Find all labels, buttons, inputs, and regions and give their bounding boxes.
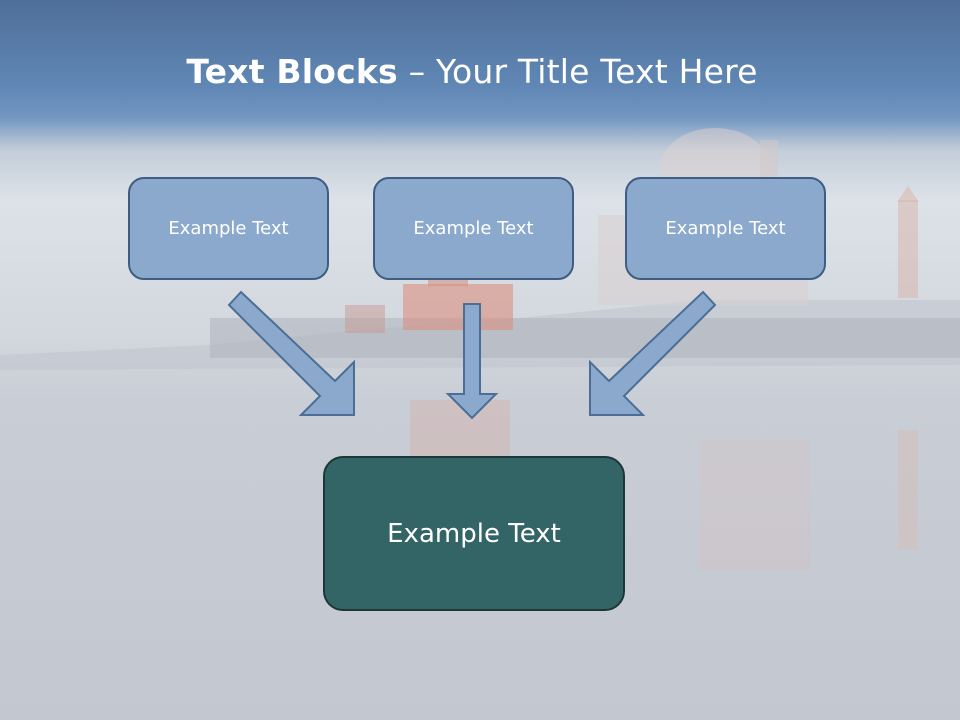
text-block-right[interactable]: Example Text: [625, 177, 826, 280]
reflection-red: [410, 400, 510, 460]
arrow-left-diagonal: [227, 290, 355, 416]
text-block-right-label: Example Text: [665, 218, 786, 239]
arrow-right-diagonal: [589, 290, 717, 416]
pavilion: [345, 305, 385, 333]
text-block-main-label: Example Text: [387, 518, 561, 549]
text-block-left-label: Example Text: [168, 218, 289, 239]
riverside-wall: [210, 318, 960, 358]
red-building: [403, 284, 513, 330]
arrow-center-down: [445, 303, 499, 420]
text-block-center-label: Example Text: [413, 218, 534, 239]
title-bold-part: Text Blocks: [186, 52, 398, 91]
title-dash: –: [397, 52, 436, 91]
title-rest-part: Your Title Text Here: [435, 52, 758, 91]
text-block-center[interactable]: Example Text: [373, 177, 574, 280]
minaret-right-cap: [897, 186, 919, 202]
reflection-dome: [700, 440, 810, 570]
text-block-left[interactable]: Example Text: [128, 177, 329, 280]
text-block-main[interactable]: Example Text: [323, 456, 625, 611]
reflection-minaret: [898, 430, 918, 550]
slide-title: Text Blocks – Your Title Text Here: [0, 52, 944, 91]
minaret-right: [898, 200, 918, 298]
